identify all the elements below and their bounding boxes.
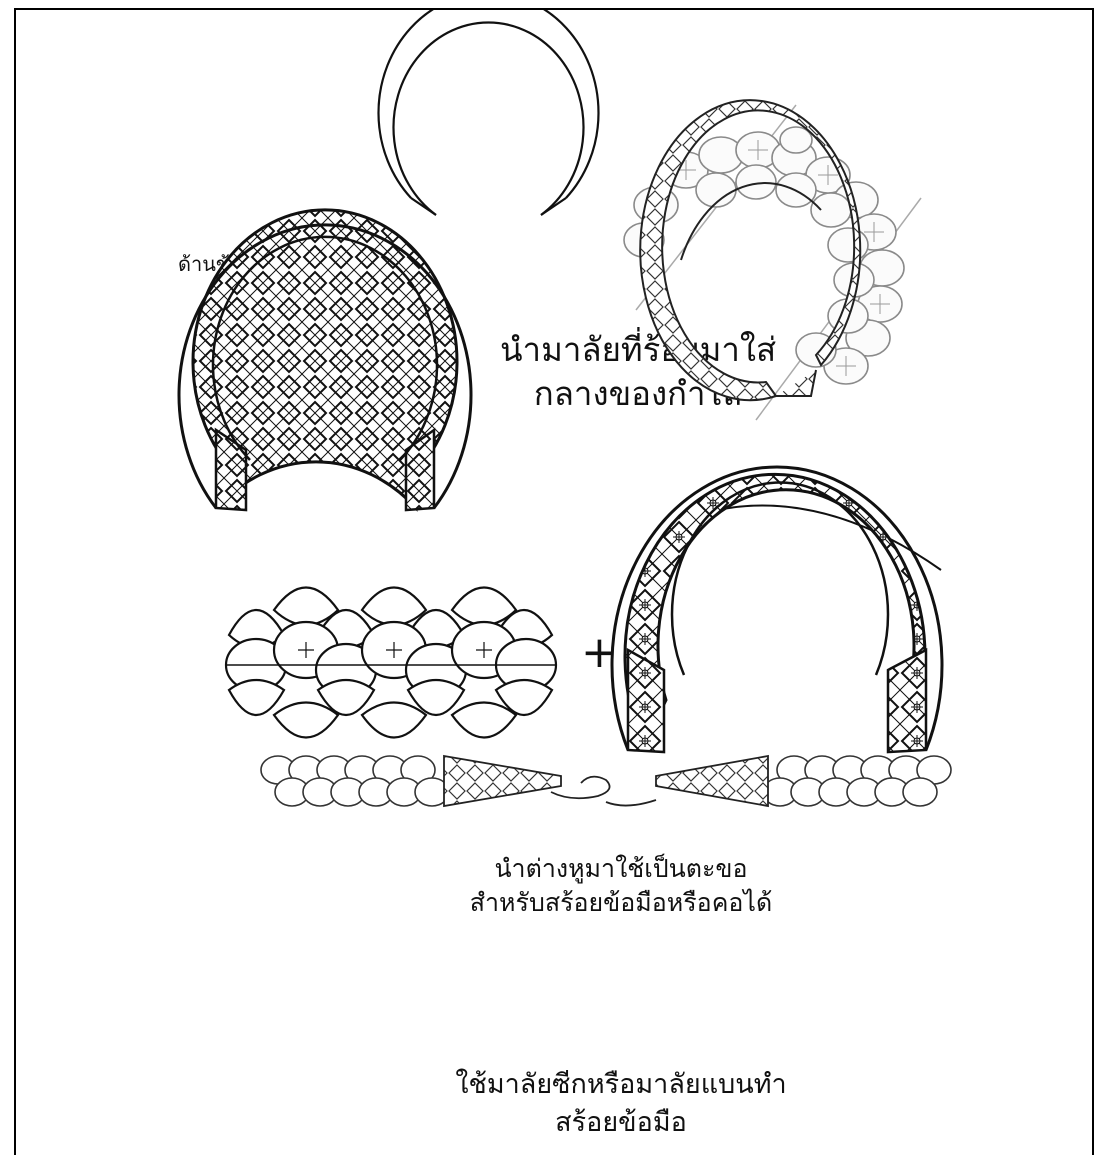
drawing-sheet: ด้านข้างของกำไล ตัวซี นำมาลัยที่ร้อยมาใส…	[14, 8, 1094, 1155]
garland-bracelet-figure	[261, 756, 951, 806]
c-bangle-lattice-figure	[179, 210, 471, 510]
flat-garland-strip-figure	[226, 588, 556, 738]
right-garland-segment	[763, 756, 951, 806]
hook-clasp	[551, 777, 656, 806]
c-bangle-outline-figure	[379, 10, 599, 215]
illustration-canvas: +	[16, 10, 1096, 1157]
garland-bangle-sketch-figure	[624, 100, 921, 420]
left-hook-plate	[444, 756, 561, 806]
left-garland-segment	[261, 756, 449, 806]
right-hook-plate	[656, 756, 768, 806]
flower-lattice-bangle-figure	[612, 467, 942, 752]
garland-bottom-row	[229, 680, 552, 738]
